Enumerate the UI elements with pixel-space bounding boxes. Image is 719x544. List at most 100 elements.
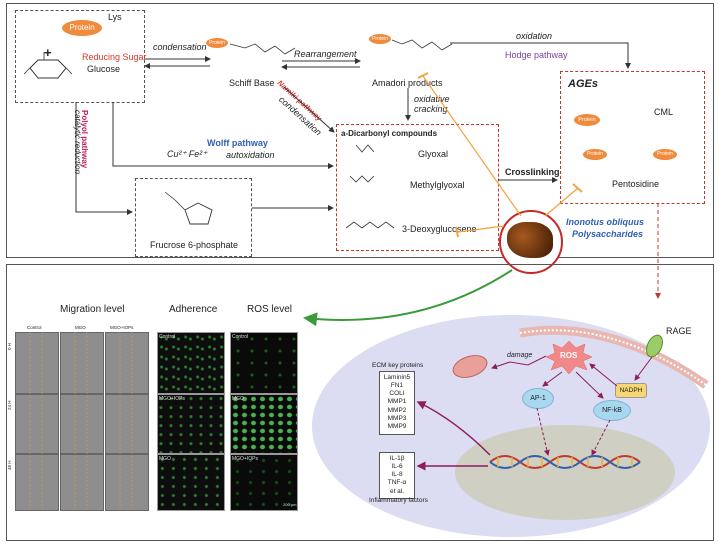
ecm-item: Laminin5 [383, 374, 411, 381]
migration-image-r1c1 [15, 332, 59, 394]
rearrangement-label: Rearrangement [294, 49, 357, 59]
ecm-item: COLI [389, 390, 405, 398]
ecm-item: FN1 [390, 382, 404, 390]
protein-pill-amadori: Protein [369, 34, 391, 44]
ecm-item: MMP3 [387, 414, 407, 422]
nucleus [455, 425, 675, 520]
inflammatory-item: IL-1β [389, 455, 405, 462]
inflammatory-item: IL-8 [391, 471, 403, 479]
migration-image-r2c3 [105, 394, 149, 454]
lys-label: Lys [108, 12, 122, 22]
ecm-title: ECM key proteins [372, 362, 424, 369]
ages-title: AGEs [568, 78, 598, 90]
protein-pill-pento-2: Protein [653, 149, 677, 160]
pentosidine-label: Pentosidine [612, 179, 660, 189]
adh-label-mgo: MGO [159, 456, 171, 462]
wolff-label: Wolff pathway [207, 138, 268, 148]
ros-label-mgo: MGO [232, 396, 244, 402]
adh-label-mgo-iops: MGO+IOPs [159, 396, 185, 402]
scale-bar-label: 200 μm [283, 502, 297, 507]
adherence-image-3 [157, 454, 225, 511]
inflammatory-title: Inflammatory factors [369, 497, 428, 504]
oxidative-label-2: cracking [414, 104, 448, 114]
schiff-base-label: Schiff Base [229, 78, 275, 88]
oxidation-label: oxidation [516, 31, 553, 41]
protein-pill: Protein [62, 20, 102, 36]
methylglyoxal-label: Methylglyoxal [410, 180, 465, 190]
glyoxal-label: Glyoxal [418, 149, 449, 159]
migration-image-r2c2 [60, 394, 104, 454]
inonotus-label-2: Polysaccharides [572, 229, 644, 239]
inflammatory-item: TNF-α [387, 479, 407, 487]
fructose-box [135, 178, 252, 257]
top-panel [6, 3, 714, 258]
ecm-item: MMP1 [387, 398, 407, 406]
migration-image-r2c1 [15, 394, 59, 454]
ros-level-title: ROS level [247, 304, 293, 315]
amadori-label: Amadori products [372, 78, 443, 88]
inflammatory-list: IL-1β IL-6 IL-8 TNF-α et al. [379, 452, 415, 499]
ros-label-control: Control [232, 334, 249, 340]
autoxidation-label: autoxidation [226, 150, 275, 160]
mig-col-control: Control [27, 325, 42, 330]
mig-col-mgo: MGO [75, 325, 86, 330]
adherence-title: Adherence [169, 304, 218, 315]
inflammatory-item: IL-6 [391, 463, 403, 471]
adh-label-control: Control [159, 334, 176, 340]
reactants-box [15, 10, 145, 103]
adherence-image-2 [157, 394, 225, 454]
migration-title: Migration level [60, 304, 125, 315]
ros-image-1 [230, 332, 298, 394]
ros-image-2 [230, 394, 298, 454]
protein-pill-cml: Protein [574, 114, 600, 126]
ros-label-mgo-iops: MGO+IOPs [232, 456, 258, 462]
cml-label: CML [654, 107, 674, 117]
oxidative-label-1: oxidative [414, 94, 450, 104]
glucose-label: Glucose [87, 64, 121, 74]
migration-image-r3c1 [15, 454, 59, 511]
nfkb-node: NF-kB [593, 400, 631, 421]
migration-image-r1c3 [105, 332, 149, 394]
ecm-item: MMP2 [387, 406, 407, 414]
mig-col-mgo-iops: MGO+IOPs [110, 325, 134, 330]
mushroom-image [507, 222, 553, 258]
ages-box [560, 71, 705, 204]
reducing-sugar-label: Reducing Sugar [82, 52, 147, 62]
ros-image-3 [230, 454, 298, 511]
ros-burst-label: ROS [560, 351, 578, 360]
dicarbonyl-box [336, 124, 499, 251]
inflammatory-item: et al. [389, 487, 405, 495]
ecm-item: MMP9 [387, 422, 407, 430]
dicarbonyl-title: a-Dicarbonyl compounds [341, 129, 438, 138]
metals-label: Cu²⁺ Fe²⁺ [167, 149, 208, 159]
ap1-node: AP-1 [522, 388, 554, 409]
crosslinking-label: Crosslinking [505, 167, 560, 177]
ecm-list: Laminin5 FN1 COLI MMP1 MMP2 MMP3 MMP9 [379, 371, 415, 435]
adherence-image-1 [157, 332, 225, 394]
rage-label: RAGE [666, 326, 692, 336]
deoxyglucosene-label: 3-Deoxyglucosene [402, 224, 477, 234]
damage-label: damage [507, 352, 533, 359]
plus-sign: + [44, 45, 52, 60]
hodge-label: Hodge pathway [505, 50, 568, 60]
protein-pill-pento-1: Protein [583, 149, 607, 160]
migration-image-r3c2 [60, 454, 104, 511]
nadph-box: NADPH [615, 383, 647, 398]
fructose-label: Frucrose 6-phosphate [150, 240, 239, 250]
migration-image-r1c2 [60, 332, 104, 394]
condensation-label: condensation [153, 42, 207, 52]
protein-pill-schiff: Protein [206, 38, 228, 48]
inonotus-label-1: Inonotus obliquus [566, 217, 644, 227]
bottom-panel [6, 264, 714, 541]
migration-image-r3c3 [105, 454, 149, 511]
